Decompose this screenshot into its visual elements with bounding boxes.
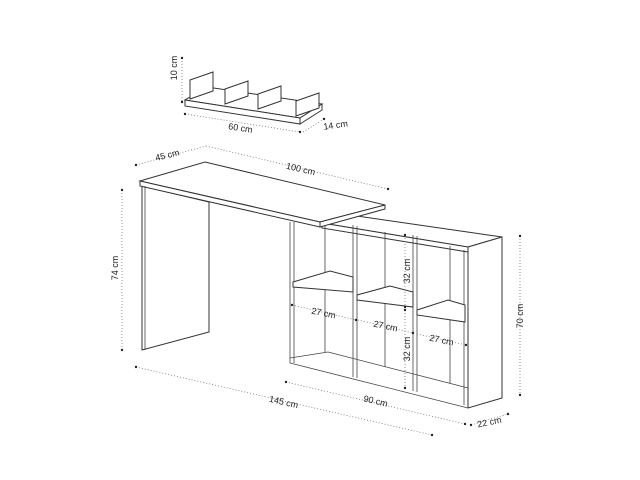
cell-width-right-label: 27 cm (429, 333, 455, 348)
total-width-label: 145 cm (268, 394, 299, 410)
desk-width-label: 100 cm (285, 161, 316, 177)
cell-width-mid-label: 27 cm (373, 319, 399, 334)
wall-shelf (183, 71, 324, 125)
desk-depth-label: 45 cm (154, 147, 180, 163)
shelf-height-label: 10 cm (169, 56, 179, 81)
unit-width-label: 90 cm (363, 393, 389, 408)
unit-height-label: 70 cm (515, 304, 525, 329)
desk (138, 161, 386, 351)
unit-depth-label: 22 cm (476, 415, 502, 430)
shelf-depth-label: 14 cm (323, 118, 349, 131)
shelf-unit (289, 214, 503, 409)
cell-width-left-label: 27 cm (311, 306, 337, 321)
cell-height-bottom-label: 32 cm (402, 337, 412, 362)
wall-shelf-dimensions: 10 cm 60 cm 14 cm (169, 56, 348, 135)
desk-height-label: 74 cm (110, 256, 120, 281)
shelf-width-label: 60 cm (228, 121, 254, 135)
cell-height-top-label: 32 cm (402, 259, 412, 284)
